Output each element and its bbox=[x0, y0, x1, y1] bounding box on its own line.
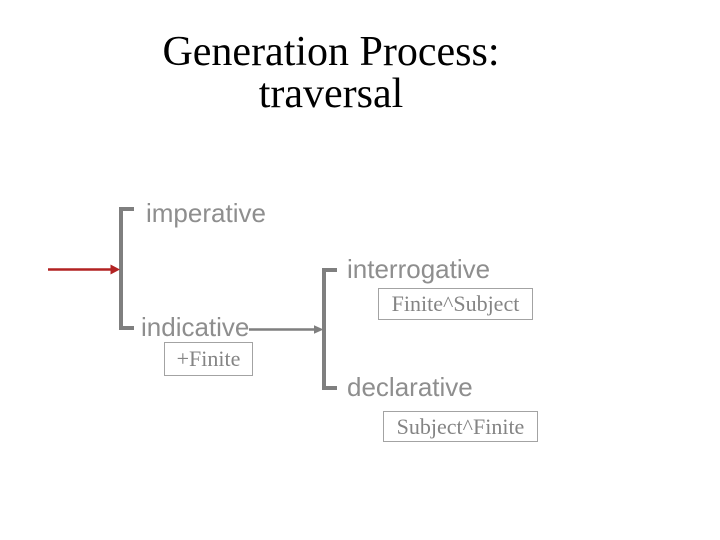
realization-box-finite-subject: Finite^Subject bbox=[378, 288, 533, 320]
label-imperative: imperative bbox=[146, 198, 266, 228]
mood-system-bracket bbox=[119, 207, 134, 330]
label-indicative: indicative bbox=[141, 312, 250, 342]
indicative-system-bracket bbox=[322, 268, 337, 390]
entry-arrow-icon bbox=[48, 264, 120, 275]
traversal-arrow-icon bbox=[249, 325, 324, 334]
title-line-1: Generation Process: bbox=[162, 29, 500, 75]
slide-title: Generation Process: traversal bbox=[0, 31, 662, 115]
realization-box-finite: +Finite bbox=[164, 342, 253, 376]
label-declarative: declarative bbox=[347, 372, 473, 402]
title-line-2: traversal bbox=[258, 71, 404, 117]
realization-box-subject-finite: Subject^Finite bbox=[383, 411, 538, 442]
label-interrogative: interrogative bbox=[347, 254, 491, 284]
